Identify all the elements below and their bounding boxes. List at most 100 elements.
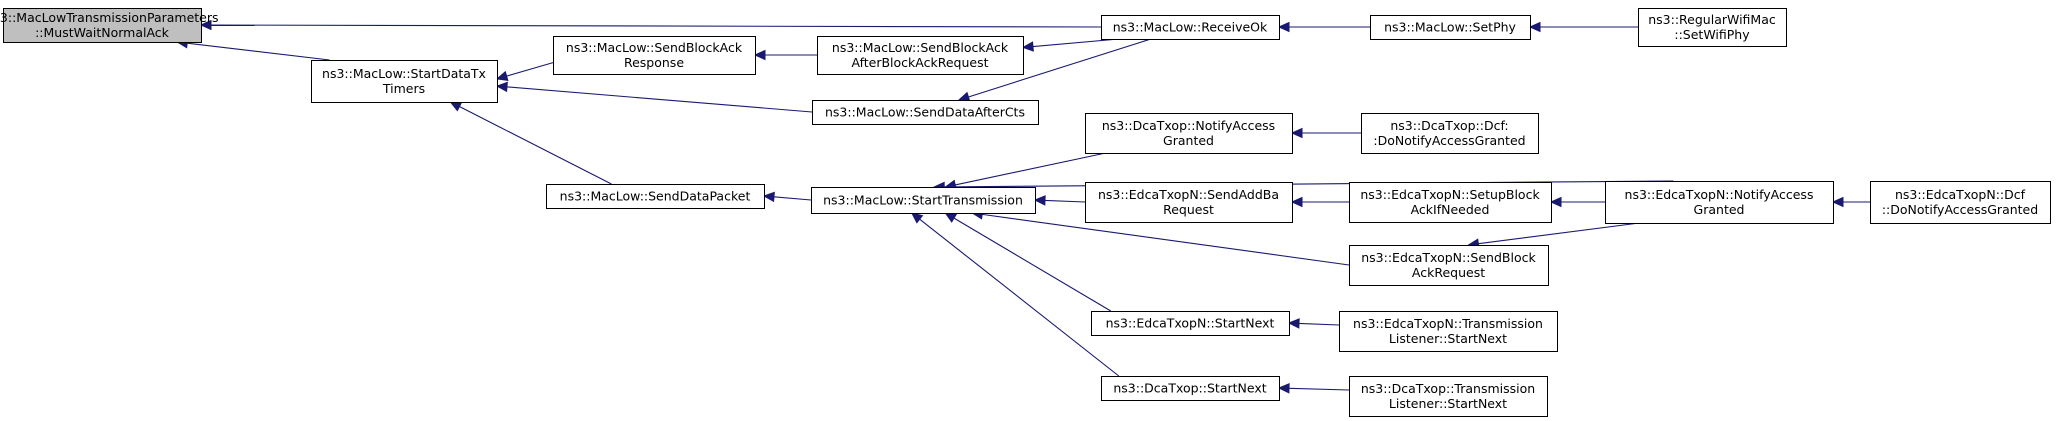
edge-st-dsn	[910, 212, 1120, 377]
node-label: ns3::MacLow::SendBlockAck	[566, 40, 743, 55]
edge-esbar-enag	[1467, 222, 1640, 249]
arrow-head	[1528, 21, 1541, 33]
node-box	[1638, 8, 1787, 47]
node-label: ns3::MacLow::SetPhy	[1384, 20, 1516, 35]
node-box	[1339, 311, 1558, 352]
node-label: ::DoNotifyAccessGranted	[1882, 202, 2038, 217]
node-label: ns3::EdcaTxopN::SendBlock	[1361, 250, 1536, 265]
arrow-head	[944, 212, 958, 223]
node-label: ::SetWifiPhy	[1674, 27, 1750, 42]
node-rwm[interactable]: ns3::RegularWifiMac::SetWifiPhy	[1638, 8, 1787, 47]
node-box	[1349, 376, 1548, 417]
node-label: Listener::StartNext	[1389, 396, 1507, 411]
node-label: AckIfNeeded	[1411, 202, 1490, 217]
arrow-head	[1277, 21, 1290, 33]
node-box	[817, 36, 1024, 75]
node-mwna[interactable]: ns3::MacLowTransmissionParameters::MustW…	[0, 8, 219, 43]
edge-line	[953, 217, 1112, 312]
edge-sdp-st	[762, 191, 812, 203]
arrow-head	[449, 101, 463, 112]
node-box	[1085, 182, 1293, 223]
edge-line	[955, 152, 1106, 186]
node-label: ns3::EdcaTxopN::Dcf	[1895, 187, 2026, 202]
node-st[interactable]: ns3::MacLow::StartTransmission	[811, 187, 1036, 214]
node-label: ns3::MacLow::ReceiveOk	[1113, 20, 1268, 35]
arrow-head	[1277, 383, 1290, 394]
node-sbaabar[interactable]: ns3::MacLow::SendBlockAckAfterBlockAckRe…	[817, 36, 1024, 75]
node-sdac[interactable]: ns3::MacLow::SendDataAfterCts	[812, 100, 1039, 125]
node-label: ns3::MacLow::StartTransmission	[823, 193, 1023, 208]
arrow-head	[957, 91, 971, 102]
arrow-head	[910, 212, 924, 224]
node-box	[1370, 15, 1531, 40]
node-label: ns3::MacLow::SendBlockAck	[832, 40, 1009, 55]
edge-setphy-rwm	[1528, 21, 1638, 33]
edge-st-dcana	[944, 152, 1106, 190]
node-label: ns3::DcaTxop::Transmission	[1361, 381, 1535, 396]
edge-ssaba-esbain	[1290, 196, 1350, 208]
edge-line	[1298, 322, 1340, 326]
node-box	[553, 36, 756, 75]
node-dsn[interactable]: ns3::DcaTxop::StartNext	[1101, 376, 1280, 401]
node-layer: ns3::MacLowTransmissionParameters::MustW…	[0, 8, 2051, 417]
node-esn[interactable]: ns3::EdcaTxopN::StartNext	[1091, 311, 1290, 336]
node-box	[1349, 182, 1552, 223]
node-sdp[interactable]: ns3::MacLow::SendDataPacket	[546, 184, 765, 209]
edge-line	[1288, 387, 1350, 391]
node-setphy[interactable]: ns3::MacLow::SetPhy	[1370, 15, 1531, 40]
node-dcana[interactable]: ns3::DcaTxop::NotifyAccessGranted	[1085, 113, 1293, 154]
node-label: ns3::EdcaTxopN::SetupBlock	[1360, 187, 1540, 202]
arrow-head	[1290, 127, 1303, 139]
arrow-head	[1549, 196, 1562, 208]
edge-st-enag	[932, 180, 1674, 193]
node-label: ns3::DcaTxop::Dcf:	[1390, 118, 1508, 133]
arrow-head	[753, 49, 766, 61]
node-label: ns3::DcaTxop::NotifyAccess	[1102, 118, 1275, 133]
edge-sbar-sbaabar	[753, 49, 817, 61]
edge-st-ssaba	[1033, 195, 1086, 206]
edge-dcana-dcfdo	[1290, 127, 1361, 139]
node-label: ns3::EdcaTxopN::StartNext	[1106, 316, 1275, 331]
edge-line	[506, 62, 554, 77]
node-etlsn[interactable]: ns3::EdcaTxopN::TransmissionListener::St…	[1339, 311, 1558, 352]
arrow-head	[1033, 195, 1046, 206]
arrow-head	[495, 70, 509, 82]
arrow-head	[495, 81, 508, 93]
node-rok[interactable]: ns3::MacLow::ReceiveOk	[1101, 15, 1280, 40]
edge-line	[944, 180, 1674, 188]
node-box	[1085, 113, 1293, 154]
edge-sdtt-sbar	[495, 62, 554, 82]
edge-mwna-rok	[199, 19, 1102, 31]
arrow-head	[762, 191, 775, 203]
edge-line	[1478, 222, 1640, 245]
edge-line	[773, 196, 812, 201]
node-box	[1605, 181, 1834, 224]
edge-line	[982, 213, 1350, 266]
node-edcfdo[interactable]: ns3::EdcaTxopN::Dcf::DoNotifyAccessGrant…	[1870, 181, 2051, 224]
edge-line	[1044, 199, 1086, 203]
node-enag[interactable]: ns3::EdcaTxopN::NotifyAccessGranted	[1605, 181, 1834, 224]
edge-enag-edcfdo	[1831, 196, 1871, 208]
edge-dsn-dtlsn	[1277, 383, 1350, 394]
node-box	[1101, 376, 1280, 401]
node-label: Listener::StartNext	[1389, 331, 1507, 346]
edge-line	[506, 86, 813, 113]
node-box	[1870, 181, 2051, 224]
node-dtlsn[interactable]: ns3::DcaTxop::TransmissionListener::Star…	[1349, 376, 1548, 417]
edge-esbain-enag	[1549, 196, 1606, 208]
node-label: ns3::EdcaTxopN::NotifyAccess	[1625, 187, 1814, 202]
node-label: ns3::MacLowTransmissionParameters	[0, 10, 219, 25]
arrow-head	[1287, 318, 1300, 329]
node-label: :DoNotifyAccessGranted	[1373, 133, 1525, 148]
node-box	[546, 184, 765, 209]
node-dcfdo[interactable]: ns3::DcaTxop::Dcf::DoNotifyAccessGranted	[1361, 113, 1539, 154]
edge-line	[919, 218, 1120, 377]
node-label: Timers	[382, 81, 425, 96]
node-label: AckRequest	[1412, 265, 1485, 280]
